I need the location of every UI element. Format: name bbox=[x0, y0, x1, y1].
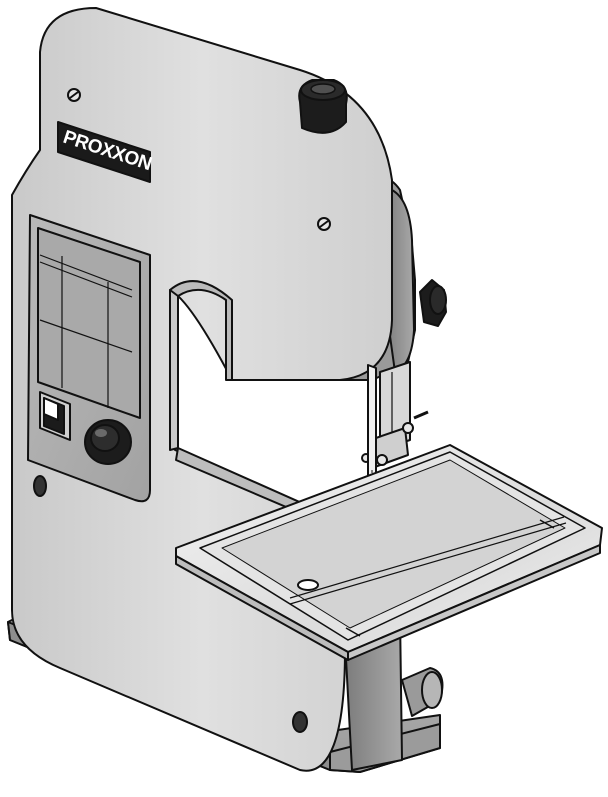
mounting-hole-icon bbox=[292, 711, 308, 733]
power-switch-icon[interactable] bbox=[39, 391, 71, 441]
tracking-knob-icon[interactable] bbox=[419, 279, 447, 327]
control-panel bbox=[27, 214, 151, 503]
mounting-hole-icon bbox=[33, 475, 47, 497]
screw-icon bbox=[317, 217, 331, 231]
tension-knob-icon[interactable] bbox=[298, 79, 348, 134]
screw-icon bbox=[67, 88, 81, 102]
work-table bbox=[175, 444, 603, 661]
speed-knob-icon[interactable] bbox=[84, 419, 132, 465]
dust-port-icon bbox=[401, 667, 444, 717]
